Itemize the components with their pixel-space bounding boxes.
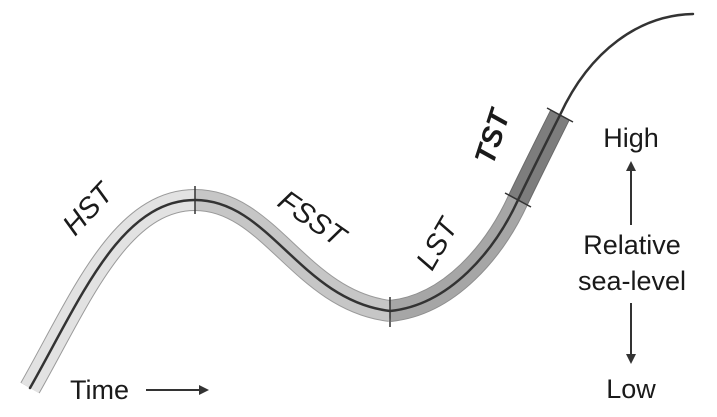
- boundary-tick-tst-top: [546, 107, 574, 123]
- hst-label: HST: [57, 176, 122, 242]
- boundary-tick-lst-tst: [504, 192, 532, 208]
- tst-label: TST: [469, 104, 517, 168]
- lst-label: LST: [410, 211, 465, 275]
- lst-band: [388, 195, 528, 321]
- sea-level-label: sea-level: [578, 266, 686, 296]
- hst-band: [21, 190, 196, 393]
- relative-label: Relative: [583, 230, 681, 260]
- sea-level-curve: [28, 12, 695, 390]
- time-label: Time: [70, 375, 129, 405]
- low-label: Low: [606, 374, 656, 404]
- high-label: High: [603, 123, 659, 153]
